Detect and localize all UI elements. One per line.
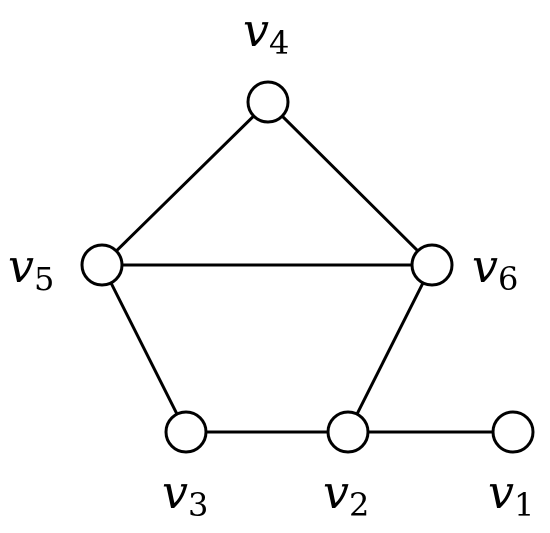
vertex-v6 [410, 243, 454, 287]
vertex-v5 [80, 243, 124, 287]
edge-v4-v5 [100, 100, 270, 267]
edge-v4-v6 [266, 100, 434, 267]
vertex-label-name: v [488, 465, 514, 519]
vertex-v1 [491, 410, 535, 454]
vertex-label-name: v [162, 465, 188, 519]
vertex-label-subscript: 4 [269, 24, 289, 62]
vertex-label-name: v [243, 3, 269, 57]
vertex-label-v5: v5 [8, 239, 54, 298]
vertex-v3 [164, 410, 208, 454]
vertex-label-subscript: 6 [498, 260, 518, 298]
edge-v5-v3 [100, 263, 188, 434]
vertex-label-v1: v1 [488, 465, 534, 524]
vertex-label-name: v [472, 239, 498, 293]
edge-v6-v2 [346, 263, 434, 434]
vertex-label-subscript: 5 [34, 260, 54, 298]
vertex-label-subscript: 1 [514, 486, 534, 524]
edge-layer [100, 100, 515, 434]
vertex-label-v6: v6 [472, 239, 518, 298]
vertex-label-subscript: 2 [349, 486, 369, 524]
vertex-label-subscript: 3 [188, 486, 208, 524]
vertex-label-v3: v3 [162, 465, 208, 524]
vertex-v4 [246, 80, 290, 124]
vertex-label-v2: v2 [323, 465, 369, 524]
vertex-v2 [326, 410, 370, 454]
vertex-label-name: v [8, 239, 34, 293]
vertex-layer [80, 80, 535, 454]
vertex-label-name: v [323, 465, 349, 519]
vertex-label-v4: v4 [243, 3, 289, 62]
